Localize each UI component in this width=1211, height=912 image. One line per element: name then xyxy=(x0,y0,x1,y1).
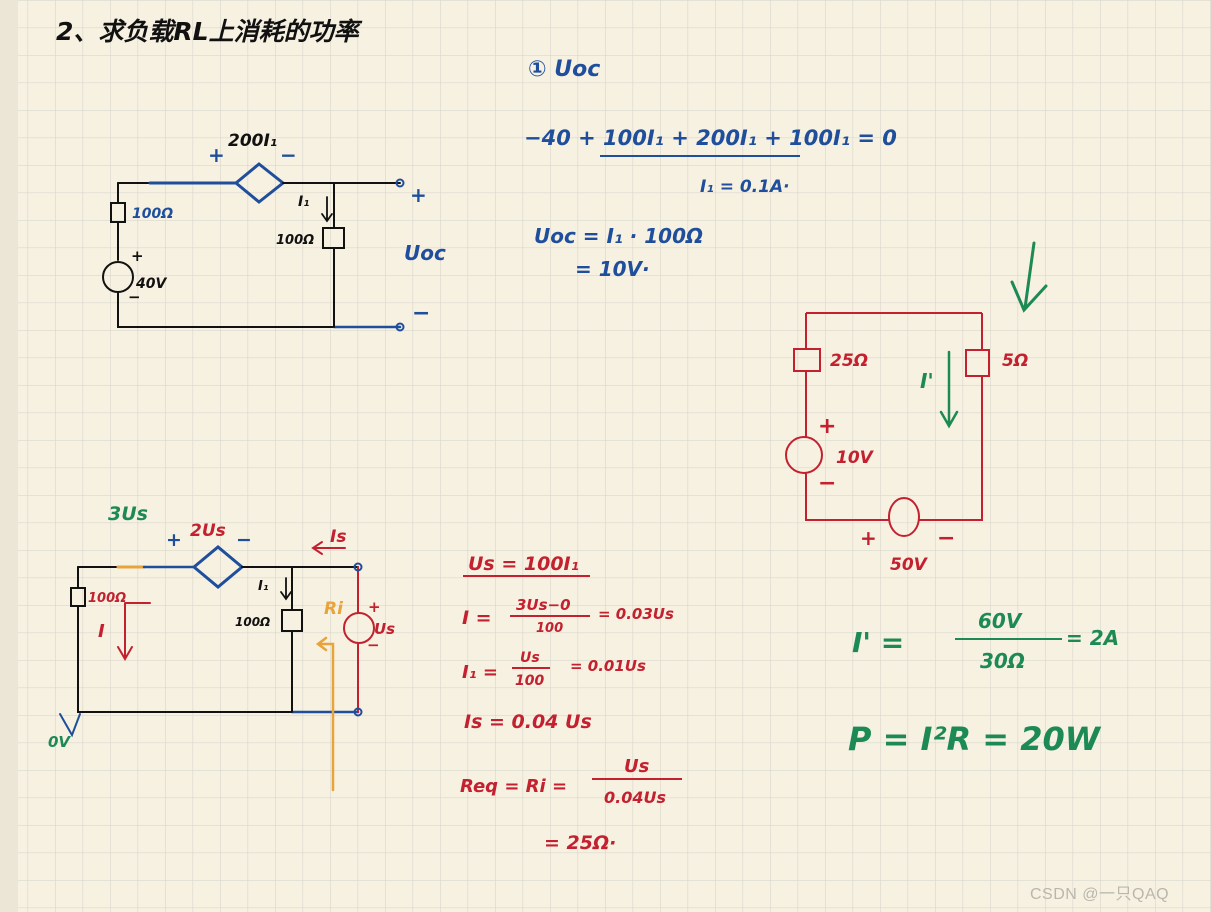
eq2-line3-rhs: = 0.01Us xyxy=(570,657,646,675)
c1-r-left-label: 100Ω xyxy=(132,206,173,222)
c2-us-label: Us xyxy=(374,620,395,638)
eq2-line2-num: 3Us−0 xyxy=(516,596,571,614)
voltage-source-10v xyxy=(785,436,823,474)
c2-dep-source-label: 2Us xyxy=(190,521,226,541)
c1-r-mid-label: 100Ω xyxy=(276,233,314,248)
c3-v1-label: 10V xyxy=(836,448,875,468)
eq3-power: P = I²R = 20W xyxy=(848,720,1102,758)
eq2-line3-lhs: I₁ = xyxy=(462,662,498,683)
current-arrow-i1 xyxy=(321,196,333,223)
c3-r1-label: 25Ω xyxy=(830,351,868,371)
terminal-top xyxy=(395,178,405,188)
c3-current-arrow xyxy=(939,350,959,429)
eq1-uoc-line2: = 10V· xyxy=(575,257,650,281)
resistor-mid xyxy=(322,227,345,249)
eq2-line5-den: 0.04Us xyxy=(604,788,666,807)
c2-test-source xyxy=(343,612,375,644)
eq3-i-lhs: I' = xyxy=(852,626,904,659)
green-down-arrow xyxy=(1010,241,1048,313)
eq2-line4: Is = 0.04 Us xyxy=(464,711,592,733)
eq2-line6: = 25Ω· xyxy=(544,832,616,854)
c2-top-label: 3Us xyxy=(108,503,148,525)
eq2-line2-den: 100 xyxy=(536,621,563,636)
c1-minus: − xyxy=(280,143,297,167)
eq2-line3-den: 100 xyxy=(515,673,544,689)
eq3-i-rhs: = 2A xyxy=(1066,626,1119,650)
voltage-source-40v xyxy=(102,261,134,293)
c1-source-plus: + xyxy=(131,247,144,265)
c1-current-label: I₁ xyxy=(298,194,309,210)
c1-out-plus: + xyxy=(410,183,427,207)
c1-dep-source-label: 200I₁ xyxy=(228,131,277,151)
c2-ground-label: 0V xyxy=(48,733,71,751)
eq1-i1: I₁ = 0.1A· xyxy=(700,177,790,197)
c1-source-label: 40V xyxy=(135,276,167,292)
eq2-line5-num: Us xyxy=(624,756,650,777)
circuit-1 xyxy=(102,162,405,332)
c1-source-minus: − xyxy=(128,288,141,306)
c2-ri-label: Ri xyxy=(324,599,344,619)
left-shadow-edge xyxy=(0,0,18,912)
c2-resistor-mid xyxy=(281,609,303,632)
c3-v1-plus: + xyxy=(818,414,836,439)
c2-current-arrow-i1 xyxy=(280,577,292,601)
c1-out-minus: − xyxy=(412,301,430,326)
c3-r2-label: 5Ω xyxy=(1002,351,1028,371)
eq3-i-den: 30Ω xyxy=(980,649,1025,673)
c2-ri-arrow xyxy=(315,636,335,792)
c2-resistor-left xyxy=(70,587,86,607)
terminal-bottom xyxy=(395,322,405,332)
watermark: CSDN @一只QAQ xyxy=(1030,886,1170,903)
resistor-5 xyxy=(965,349,990,377)
c3-v2-label: 50V xyxy=(890,555,929,575)
c2-r-mid-label: 100Ω xyxy=(235,615,270,629)
voltage-source-50v xyxy=(888,497,920,537)
resistor-left xyxy=(110,202,126,223)
c1-output-label: Uoc xyxy=(404,241,446,265)
c3-v2-minus: − xyxy=(937,526,955,551)
eq2-line3-num: Us xyxy=(520,650,540,666)
eq3-i-num: 60V xyxy=(978,609,1023,633)
problem-title: 2、求负载RL上消耗的功率 xyxy=(56,17,363,46)
eq1-heading: ① Uoc xyxy=(528,57,600,82)
resistor-25 xyxy=(793,348,821,372)
circuit-2 xyxy=(59,545,375,792)
c2-minus: − xyxy=(236,529,252,551)
c1-plus: + xyxy=(208,143,225,167)
eq1-kvl: −40 + 100I₁ + 200I₁ + 100I₁ = 0 xyxy=(524,126,897,150)
c3-current-label: I' xyxy=(920,369,934,393)
c3-v2-plus: + xyxy=(860,526,877,550)
circuit-3 xyxy=(785,312,990,537)
c2-is-arrow xyxy=(311,541,346,555)
eq1-uoc-line1: Uoc = I₁ · 100Ω xyxy=(534,224,703,248)
c2-ground-mark xyxy=(59,713,81,738)
c2-current-arrow-i xyxy=(117,602,151,661)
c2-r-left-label: 100Ω xyxy=(88,591,126,606)
c3-v1-minus: − xyxy=(818,471,836,496)
eq2-line2-lhs: I = xyxy=(462,607,492,629)
eq2-line5-lhs: Req = Ri = xyxy=(460,776,567,797)
eq2-line2-rhs: = 0.03Us xyxy=(598,605,674,623)
c2-current-i1-label: I₁ xyxy=(258,579,269,594)
c2-us-plus: + xyxy=(368,598,381,616)
c2-us-minus: − xyxy=(367,636,380,654)
c2-plus: + xyxy=(166,529,182,551)
c2-is-label: Is xyxy=(330,527,346,547)
eq2-line1: Us = 100I₁ xyxy=(468,553,579,575)
c2-current-i-label: I xyxy=(98,621,105,642)
